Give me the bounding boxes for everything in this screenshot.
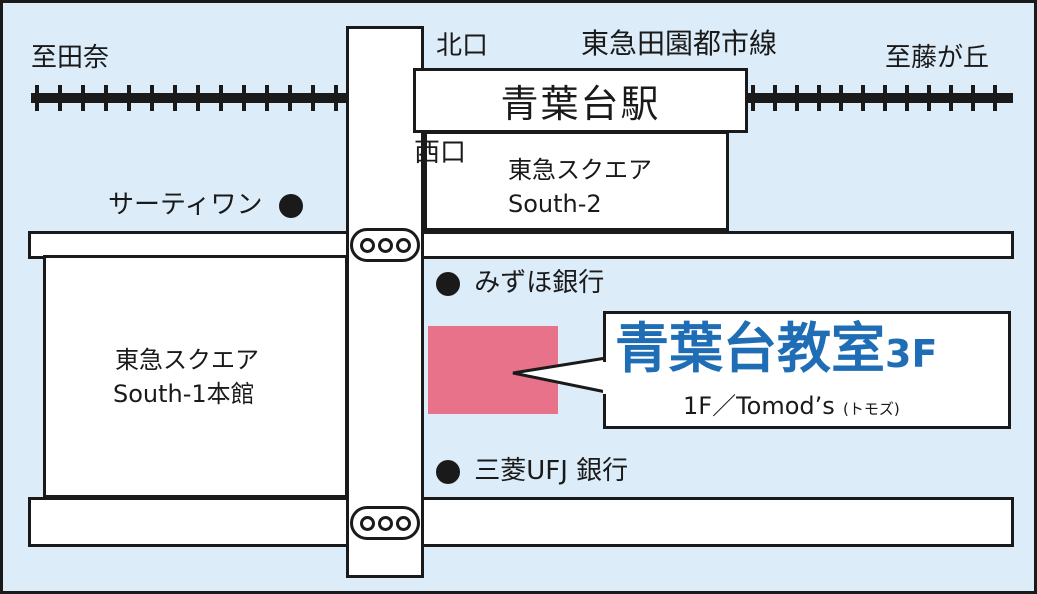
railway-tie	[883, 85, 887, 111]
direction-left-label: 至田奈	[31, 43, 110, 73]
railway-tie	[288, 85, 292, 111]
railway-tie	[839, 85, 843, 111]
landmark-thirtyone: サーティワン	[108, 190, 303, 220]
classroom-subtitle: 1F／Tomod’s (トモズ)	[683, 391, 900, 424]
railway-tie	[311, 85, 315, 111]
railway-tie	[795, 85, 799, 111]
landmark-thirtyone-label: サーティワン	[108, 190, 263, 220]
classroom-sub-small: (トモズ)	[843, 400, 900, 418]
railway-tie	[35, 85, 39, 111]
traffic-signal-south	[350, 506, 420, 540]
railway-tie	[817, 85, 821, 111]
landmark-mizuho: みずほ銀行	[436, 268, 604, 298]
landmark-mizuho-label: みずほ銀行	[474, 268, 605, 298]
railway-tie	[971, 85, 975, 111]
location-dot-icon	[436, 271, 460, 296]
station-name: 青葉台駅	[500, 82, 661, 126]
station-building: 青葉台駅	[413, 68, 748, 133]
road-south-horizontal	[28, 497, 1014, 547]
landmark-mufg: 三菱UFJ 銀行	[436, 456, 628, 486]
line-name-label: 東急田園都市線	[581, 27, 778, 60]
south2-label-line1: 東急スクエア	[508, 156, 652, 184]
railway-tie	[242, 85, 246, 111]
classroom-sub-main: 1F／Tomod’s	[683, 392, 835, 420]
railway-tie	[927, 85, 931, 111]
railway-tie	[173, 85, 177, 111]
south2-label-line2: South-2	[508, 190, 602, 218]
building-south-2	[424, 131, 729, 231]
south1-label-line1: 東急スクエア	[115, 346, 259, 374]
classroom-name: 青葉台教室	[615, 317, 885, 380]
railway-tie	[334, 85, 338, 111]
railway-tie	[81, 85, 85, 111]
railway-tie	[949, 85, 953, 111]
location-dot-icon	[278, 193, 303, 218]
classroom-callout	[603, 311, 1011, 429]
railway-tie	[993, 85, 997, 111]
location-dot-icon	[436, 459, 460, 484]
west-exit-label: 西口	[414, 138, 467, 168]
landmark-mufg-label: 三菱UFJ 銀行	[474, 456, 629, 486]
railway-tie	[58, 85, 62, 111]
railway-tie	[104, 85, 108, 111]
railway-tie	[773, 85, 777, 111]
road-north-horizontal	[28, 231, 1014, 259]
railway-tie	[127, 85, 131, 111]
traffic-signal-north	[350, 228, 420, 262]
north-exit-label: 北口	[436, 31, 489, 61]
classroom-title: 青葉台教室3F	[615, 317, 937, 391]
south1-label-line2: South-1本館	[113, 380, 255, 408]
railway-tie	[265, 85, 269, 111]
building-south-1	[43, 255, 348, 498]
railway-tie	[751, 85, 755, 111]
railway-tie	[196, 85, 200, 111]
railway-tie	[905, 85, 909, 111]
railway-tie	[150, 85, 154, 111]
railway-tie	[861, 85, 865, 111]
direction-right-label: 至藤が丘	[885, 43, 990, 73]
railway-tie	[219, 85, 223, 111]
classroom-floor: 3F	[885, 332, 938, 376]
